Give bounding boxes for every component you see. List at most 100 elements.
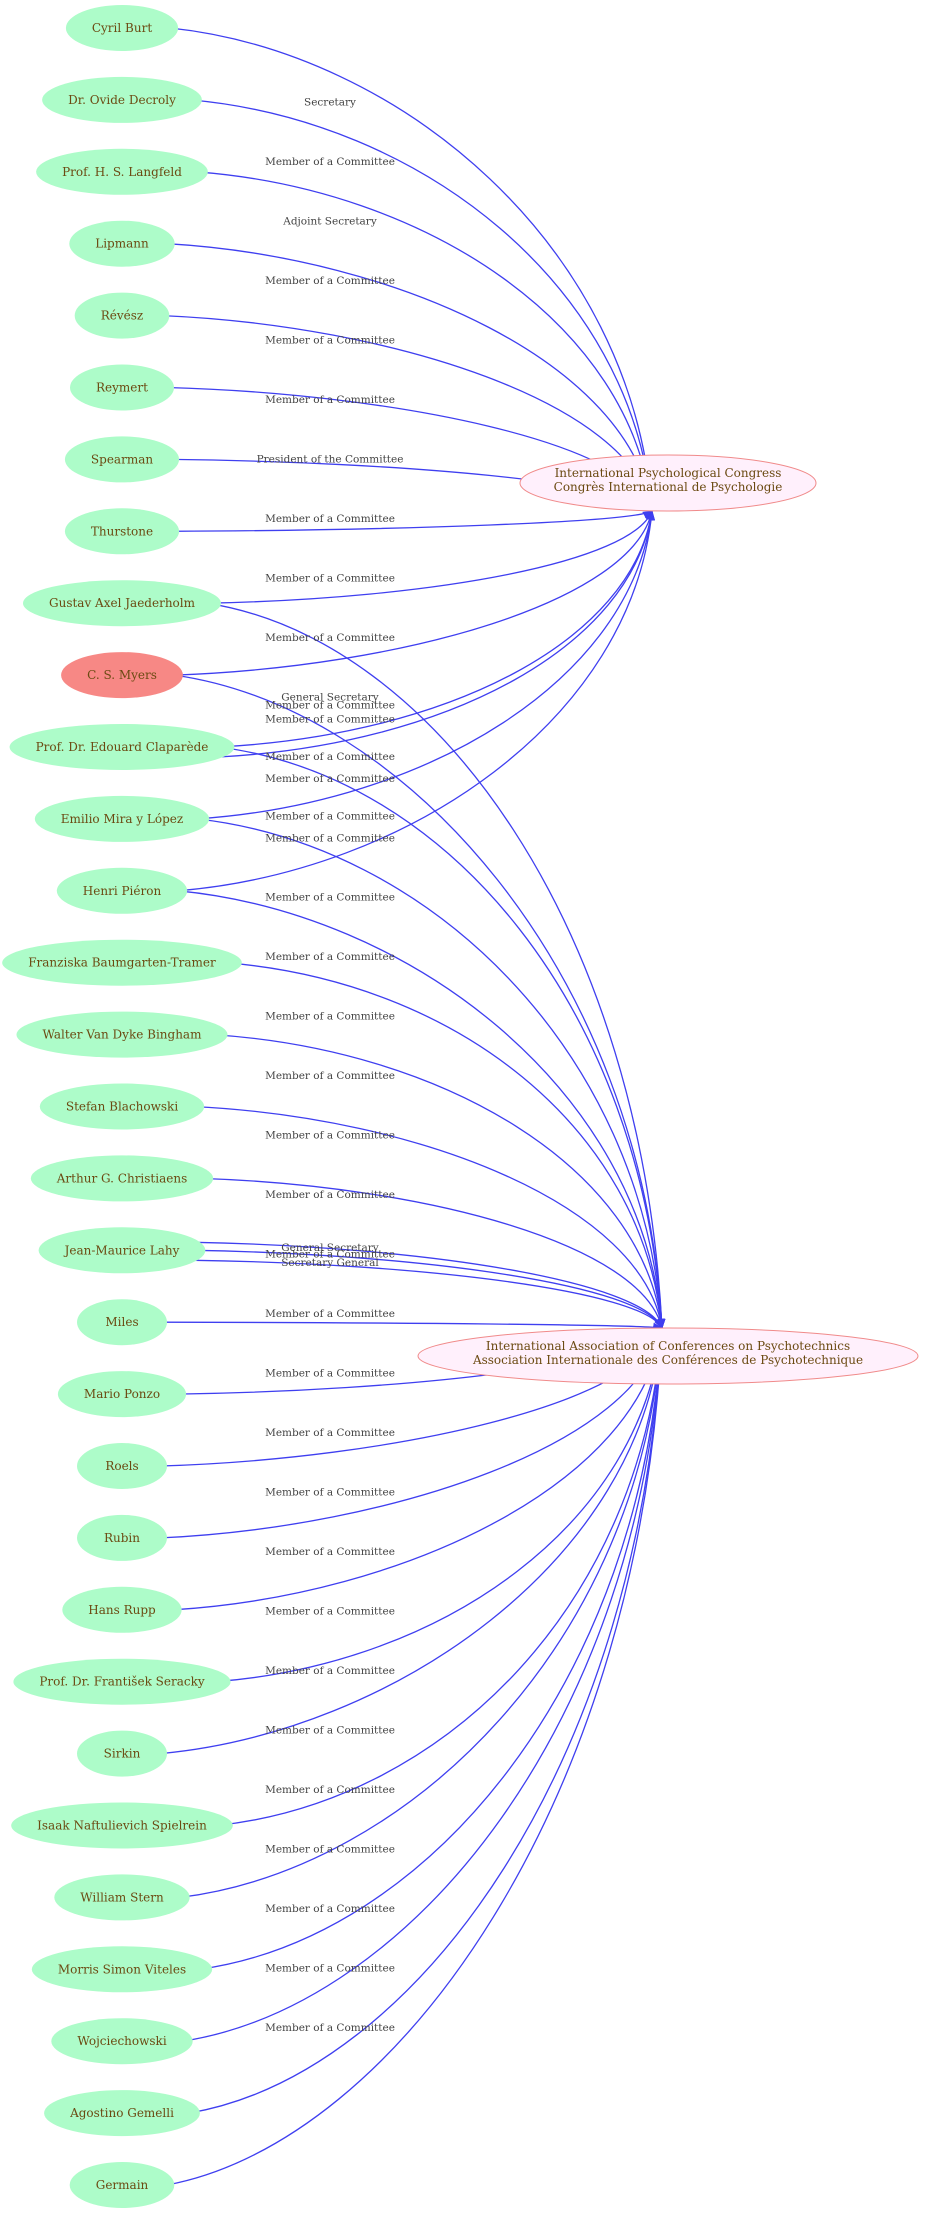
person-node-label: Arthur G. Christiaens [56, 1171, 187, 1185]
person-node-jean-maurice-lahy[interactable]: Jean-Maurice Lahy [38, 1227, 206, 1274]
person-node-rubin[interactable]: Rubin [77, 1514, 167, 1561]
edge-label: Member of a Committee [265, 773, 395, 785]
person-node-morris-simon-viteles[interactable]: Morris Simon Viteles [31, 1946, 213, 1993]
person-node-emilio-mira-y-lopez[interactable]: Emilio Mira y López [34, 795, 210, 842]
person-node-label: Thurstone [91, 524, 153, 538]
person-node-mario-ponzo[interactable]: Mario Ponzo [57, 1371, 187, 1418]
person-node-agostino-gemelli[interactable]: Agostino Gemelli [44, 2090, 200, 2137]
person-node-wojciechowski[interactable]: Wojciechowski [51, 2018, 193, 2065]
edge-label: Member of a Committee [265, 832, 395, 844]
edge-prof-h-s-langfeld-to-ipc [195, 171, 656, 512]
person-node-label: Emilio Mira y López [61, 812, 183, 826]
edge-emilio-mira-y-lopez-to-iacp [196, 818, 666, 1329]
person-node-shape [23, 580, 221, 627]
edge-label: Adjoint Secretary [282, 215, 377, 227]
edge-label: Member of a Committee [265, 892, 395, 904]
edge-label: Member of a Committee [265, 1725, 395, 1737]
person-node-roels[interactable]: Roels [77, 1443, 167, 1489]
person-node-label: Gustav Axel Jaederholm [49, 596, 196, 610]
person-node-shape [64, 436, 180, 483]
edge-label: Member of a Committee [265, 1903, 395, 1915]
org-node-shape [417, 1327, 919, 1385]
person-node-label: Cyril Burt [92, 21, 152, 35]
org-node-label: International Psychological Congress [555, 466, 782, 480]
person-node-walter-van-dyke-bingham[interactable]: Walter Van Dyke Bingham [16, 1011, 228, 1058]
edge-prof-dr-edouard-claparede-to-ipc [218, 510, 655, 758]
edge-agostino-gemelli-to-iacp [188, 1327, 666, 2114]
edge-emilio-mira-y-lopez-to-ipc [196, 510, 655, 820]
person-node-label: Rubin [104, 1531, 140, 1545]
edge-henri-pieron-to-ipc [178, 510, 656, 892]
edge-label: Member of a Committee [265, 156, 395, 168]
person-node-label: Walter Van Dyke Bingham [43, 1028, 203, 1042]
person-node-label: Révész [101, 309, 144, 323]
person-node-label: Sirkin [104, 1747, 141, 1761]
edge-c-s-myers-to-iacp [174, 674, 666, 1329]
person-node-revesz[interactable]: Révész [74, 292, 170, 339]
person-node-arthur-g-christiaens[interactable]: Arthur G. Christiaens [30, 1155, 214, 1202]
edge-label: Member of a Committee [265, 1189, 395, 1201]
edge-prof-dr-frantisek-seracky-to-iacp [215, 1327, 666, 1683]
edge-label: Member of a Committee [265, 700, 395, 712]
person-node-miles[interactable]: Miles [77, 1299, 167, 1346]
person-node-label: Roels [105, 1459, 138, 1473]
person-node-sirkin[interactable]: Sirkin [77, 1730, 167, 1777]
person-node-william-stern[interactable]: William Stern [54, 1874, 190, 1921]
person-node-dr-ovide-decroly[interactable]: Dr. Ovide Decroly [42, 76, 202, 123]
person-node-franziska-baumgarten-tramer[interactable]: Franziska Baumgarten-Tramer [2, 939, 242, 986]
edge-label: Secretary [304, 96, 356, 108]
person-node-shape [64, 508, 180, 555]
edge-label: Member of a Committee [265, 951, 395, 963]
person-node-hans-rupp[interactable]: Hans Rupp [62, 1586, 182, 1633]
person-node-shape [34, 795, 210, 842]
person-node-shape [62, 1586, 182, 1633]
edge-gustav-axel-jaederholm-to-ipc [207, 510, 653, 604]
person-node-label: Franziska Baumgarten-Tramer [28, 956, 216, 970]
person-node-reymert[interactable]: Reymert [70, 364, 174, 411]
org-node-label: Association Internationale des Conférenc… [472, 1353, 863, 1367]
person-node-germain[interactable]: Germain [69, 2162, 175, 2208]
edge-label: Member of a Committee [265, 1427, 395, 1439]
person-node-label: Mario Ponzo [84, 1387, 160, 1401]
org-node-iacp[interactable]: International Association of Conferences… [417, 1327, 919, 1385]
person-node-label: Reymert [96, 381, 148, 395]
edge-jean-maurice-lahy-to-iacp [193, 1259, 663, 1329]
edge-label: General Secretary [281, 1242, 379, 1254]
edge-cyril-burt-to-ipc [170, 27, 656, 512]
org-node-label: Congrès International de Psychologie [554, 480, 783, 494]
person-node-spearman[interactable]: Spearman [64, 436, 180, 483]
person-node-gustav-axel-jaederholm[interactable]: Gustav Axel Jaederholm [23, 580, 221, 627]
person-node-isaak-naftulievich-spielrein[interactable]: Isaak Naftulievich Spielrein [11, 1802, 233, 1849]
person-node-label: Germain [96, 2178, 149, 2192]
person-node-stefan-blachowski[interactable]: Stefan Blachowski [39, 1083, 205, 1130]
person-node-label: Wojciechowski [77, 2034, 167, 2048]
edge-wojciechowski-to-iacp [182, 1327, 666, 2042]
edge-sirkin-to-iacp [160, 1327, 666, 1755]
person-node-shape [77, 1443, 167, 1489]
edge-label: Member of a Committee [265, 394, 395, 406]
person-node-cyril-burt[interactable]: Cyril Burt [65, 5, 179, 51]
person-node-shape [57, 1371, 187, 1418]
person-node-prof-dr-edouard-claparede[interactable]: Prof. Dr. Edouard Claparède [9, 724, 235, 770]
edge-c-s-myers-to-ipc [174, 510, 654, 676]
edge-label: Member of a Committee [265, 572, 395, 584]
org-node-ipc[interactable]: International Psychological CongressCong… [519, 454, 817, 512]
person-node-lipmann[interactable]: Lipmann [69, 220, 175, 267]
person-node-prof-dr-frantisek-seracky[interactable]: Prof. Dr. František Seracky [13, 1658, 231, 1705]
person-node-label: Isaak Naftulievich Spielrein [37, 1819, 207, 1833]
person-node-shape [42, 76, 202, 123]
edge-label: Member of a Committee [265, 632, 395, 644]
person-node-shape [77, 1730, 167, 1777]
person-node-shape [70, 364, 174, 411]
person-node-thurstone[interactable]: Thurstone [64, 508, 180, 555]
edge-label: Member of a Committee [265, 1249, 395, 1261]
person-node-henri-pieron[interactable]: Henri Piéron [56, 867, 188, 914]
edge-label: Member of a Committee [265, 2022, 395, 2034]
person-node-prof-h-s-langfeld[interactable]: Prof. H. S. Langfeld [36, 148, 208, 195]
person-node-shape [36, 148, 208, 195]
person-node-c-s-myers[interactable]: C. S. Myers [61, 652, 183, 699]
edge-label: Member of a Committee [265, 1070, 395, 1082]
edge-label: Member of a Committee [265, 751, 395, 763]
edge-label: Member of a Committee [265, 334, 395, 346]
